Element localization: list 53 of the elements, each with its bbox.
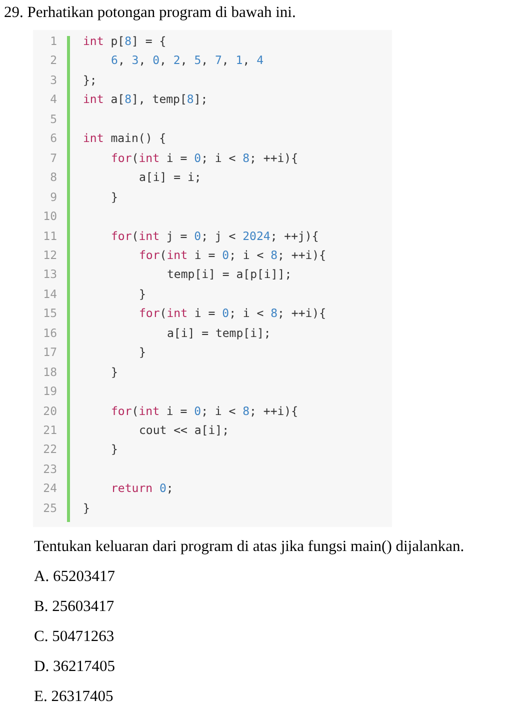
answer-option: D. 36217405 [34, 658, 115, 676]
code-line: 6, 3, 0, 2, 5, 7, 1, 4 [111, 53, 264, 68]
line-number: 15 [42, 306, 57, 320]
line-number: 23 [42, 462, 57, 476]
line-number: 19 [42, 384, 57, 398]
line-number: 18 [42, 364, 57, 379]
code-line: cout << a[i]; [139, 423, 230, 437]
line-number: 9 [49, 190, 57, 204]
line-number: 14 [42, 286, 57, 301]
code-line: } [139, 345, 146, 360]
code-line: temp[i] = a[p[i]]; [167, 267, 292, 282]
line-number: 6 [49, 131, 57, 146]
line-number: 1 [49, 34, 57, 48]
line-number: 4 [49, 92, 57, 106]
code-line: for(int i = 0; i < 8; ++i){ [111, 150, 298, 165]
code-line: } [83, 500, 90, 515]
code-line: a[i] = i; [139, 170, 202, 184]
code-line: } [111, 190, 118, 204]
code-line: a[i] = temp[i]; [167, 326, 271, 340]
line-number: 7 [49, 150, 57, 165]
code-line: int a[8], temp[8]; [83, 92, 208, 106]
code-line: }; [83, 72, 97, 87]
line-number: 16 [42, 326, 57, 340]
code-line: int main() { [83, 131, 166, 146]
line-number: 21 [42, 423, 57, 437]
code-line: for(int i = 0; i < 8; ++i){ [139, 306, 326, 320]
answer-option: A. 65203417 [34, 568, 115, 586]
line-number: 2 [49, 53, 57, 68]
question-heading: 29. Perhatikan potongan program di bawah ini. [4, 4, 296, 22]
code-line: } [111, 364, 118, 379]
line-number: 8 [49, 170, 57, 184]
question-text: Tentukan keluaran dari program di atas jika fungsi main() dijalankan. [34, 538, 464, 556]
answer-option: E. 26317405 [34, 688, 114, 706]
code-line: for(int i = 0; i < 8; ++i){ [139, 248, 326, 262]
code-line: for(int i = 0; i < 8; ++i){ [111, 404, 298, 418]
code-line: for(int j = 0; j < 2024; ++j){ [111, 228, 319, 242]
line-number: 11 [42, 228, 57, 242]
line-number: 24 [42, 481, 57, 496]
line-number: 3 [49, 72, 57, 87]
line-number: 5 [49, 112, 57, 126]
code-line: int p[8] = { [83, 34, 166, 48]
line-number: 25 [42, 500, 57, 515]
code-line: } [111, 442, 118, 456]
line-number: 17 [42, 345, 57, 360]
code-line: } [139, 286, 146, 301]
answer-option: C. 50471263 [34, 628, 114, 646]
line-number: 12 [42, 248, 57, 262]
line-number: 20 [42, 404, 57, 418]
answer-option: B. 25603417 [34, 598, 114, 616]
line-number: 13 [42, 267, 57, 282]
line-number: 22 [42, 442, 57, 456]
code-line: return 0; [111, 481, 174, 496]
line-number: 10 [42, 209, 57, 224]
